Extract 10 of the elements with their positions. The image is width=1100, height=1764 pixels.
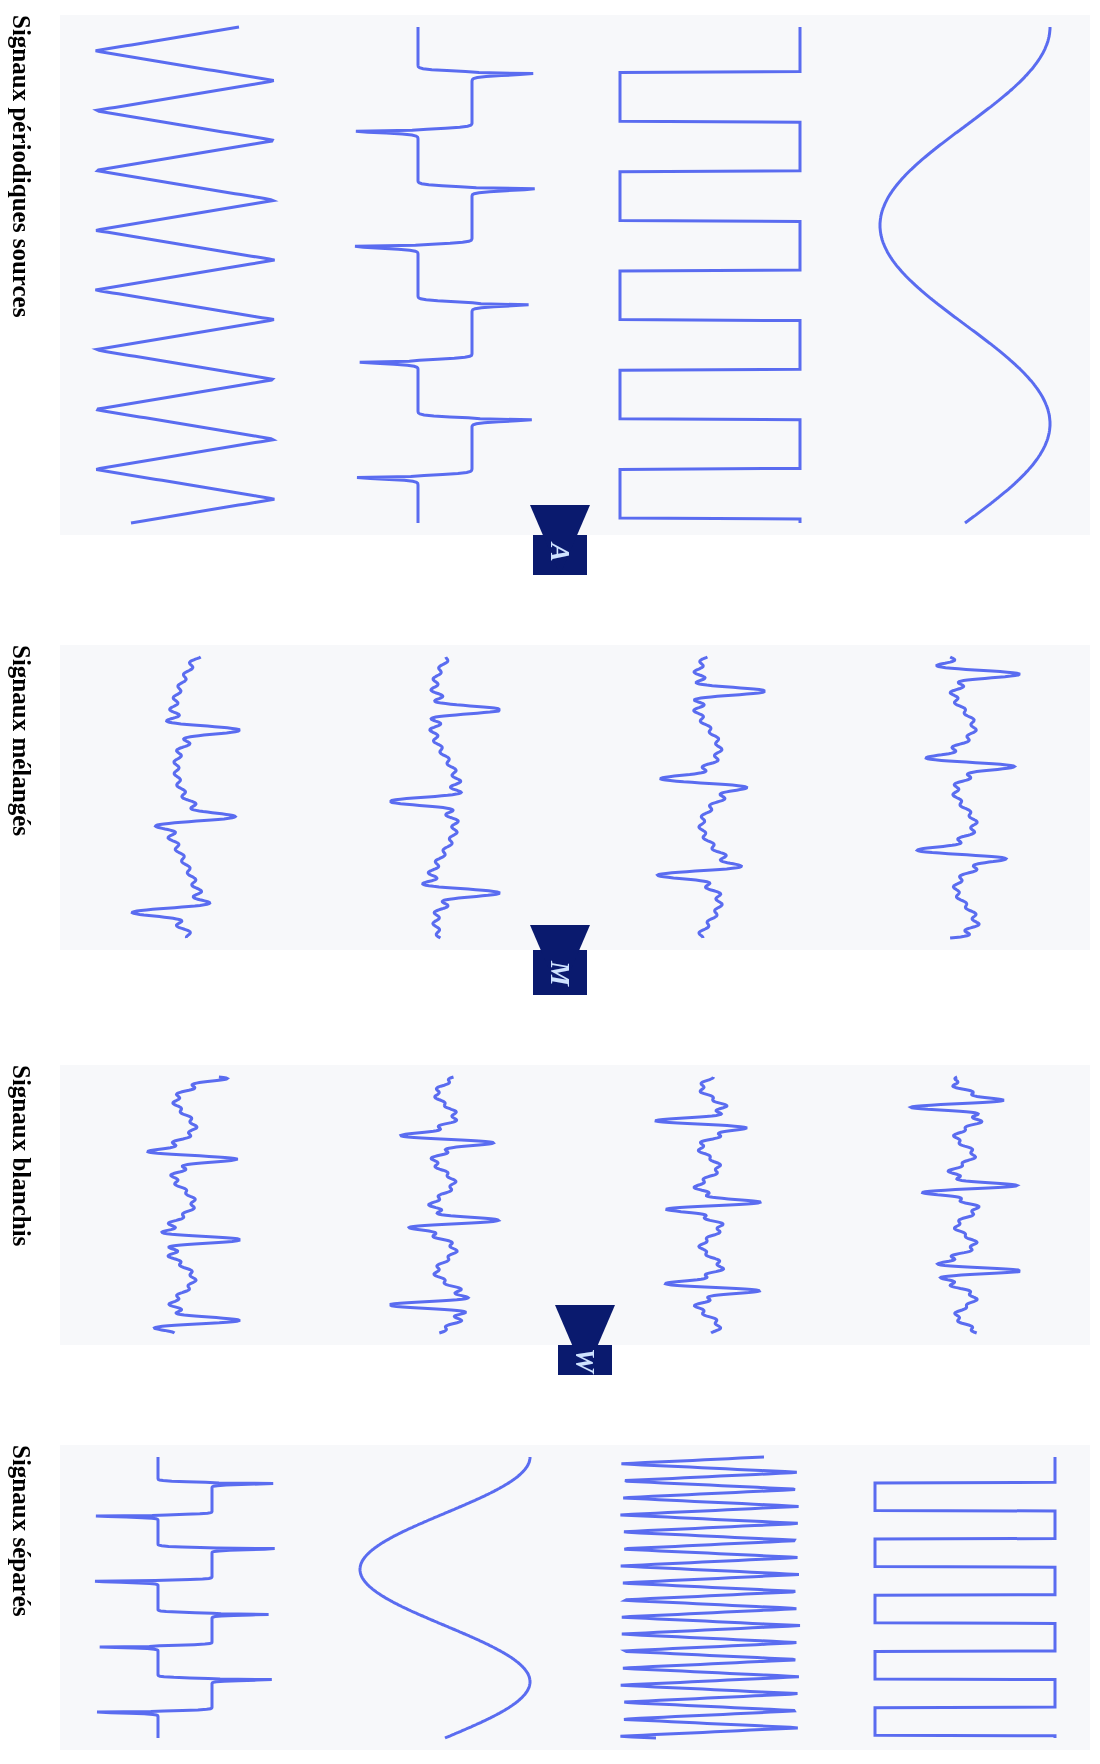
block-arrow [555,1305,615,1375]
panel-heading: Signaux mélangés [7,645,36,838]
panel-heading: Signaux périodiques sources [7,15,36,320]
block-arrow [530,505,590,575]
edge-label: A [545,543,575,562]
block-arrow [530,925,590,995]
panel-heading: Signaux séparés [7,1445,36,1619]
edge-label: M [545,960,575,986]
panel-heading: Signaux blanchis [7,1065,36,1249]
edge-label: W [570,1348,600,1373]
